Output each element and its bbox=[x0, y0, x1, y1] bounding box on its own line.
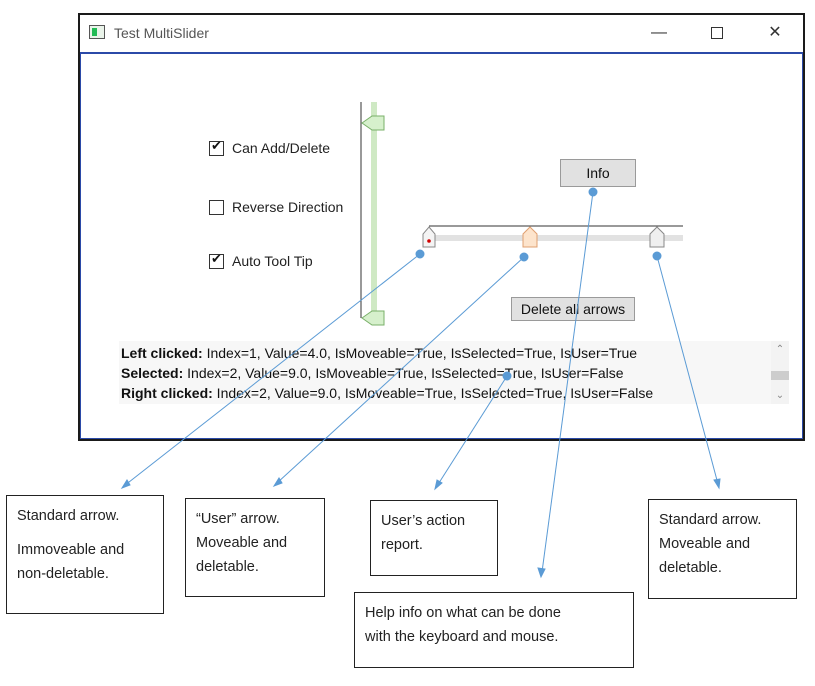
callout-text: “User” arrow. bbox=[196, 511, 280, 527]
window-title: Test MultiSlider bbox=[114, 25, 209, 41]
callout-text: Moveable and bbox=[196, 535, 288, 551]
standard-arrow-immoveable[interactable] bbox=[422, 226, 436, 248]
annotation-dot bbox=[652, 251, 662, 261]
client-area: Can Add/Delete Reverse Direction Auto To… bbox=[80, 52, 803, 439]
annotation-line bbox=[276, 256, 525, 484]
vertical-track[interactable] bbox=[371, 102, 377, 320]
arrowhead-icon bbox=[272, 477, 283, 487]
callout-text: User’s action bbox=[381, 513, 466, 529]
delete-all-arrows-button[interactable]: Delete all arrows bbox=[511, 297, 635, 321]
callout-text: deletable. bbox=[196, 559, 259, 575]
minimize-button[interactable]: — bbox=[651, 24, 667, 41]
callout-help-info: Help info on what can be done with the k… bbox=[354, 592, 634, 668]
left-clicked-text: Index=1, Value=4.0, IsMoveable=True, IsS… bbox=[202, 345, 638, 361]
right-clicked-line: Right clicked: Index=2, Value=9.0, IsMov… bbox=[121, 385, 653, 401]
checkbox-box[interactable] bbox=[209, 252, 224, 269]
callout-user-arrow: “User” arrow. Moveable and deletable. bbox=[185, 498, 325, 597]
selected-line: Selected: Index=2, Value=9.0, IsMoveable… bbox=[121, 365, 624, 381]
standard-arrow-moveable[interactable] bbox=[649, 226, 665, 248]
info-button[interactable]: Info bbox=[560, 159, 636, 187]
callout-text: non-deletable. bbox=[17, 566, 109, 582]
scroll-thumb[interactable] bbox=[771, 371, 789, 380]
right-clicked-text: Index=2, Value=9.0, IsMoveable=True, IsS… bbox=[212, 385, 654, 401]
callout-text: Moveable and bbox=[659, 536, 751, 552]
auto-tool-tip-checkbox[interactable]: Auto Tool Tip bbox=[209, 252, 313, 269]
callout-text: Help info on what can be done bbox=[365, 605, 561, 621]
annotation-line bbox=[541, 191, 594, 573]
left-clicked-label: Left clicked: bbox=[121, 345, 203, 361]
arrowhead-icon bbox=[713, 478, 721, 490]
callout-standard-immoveable: Standard arrow. Immoveable and non-delet… bbox=[6, 495, 164, 614]
selected-dot-icon bbox=[427, 239, 431, 243]
app-icon bbox=[89, 25, 105, 39]
selected-label: Selected: bbox=[121, 365, 184, 381]
arrowhead-icon bbox=[120, 479, 131, 489]
checkbox-label: Auto Tool Tip bbox=[232, 253, 313, 269]
callout-action-report: User’s action report. bbox=[370, 500, 498, 576]
callout-text: with the keyboard and mouse. bbox=[365, 629, 559, 645]
annotation-lines bbox=[120, 187, 721, 579]
callout-text: Standard arrow. bbox=[17, 508, 120, 524]
selected-text: Index=2, Value=9.0, IsMoveable=True, IsS… bbox=[183, 365, 624, 381]
right-clicked-label: Right clicked: bbox=[121, 385, 213, 401]
callout-standard-moveable: Standard arrow. Moveable and deletable. bbox=[648, 499, 797, 599]
vertical-multislider[interactable] bbox=[360, 102, 385, 326]
callout-text: deletable. bbox=[659, 560, 722, 576]
checkbox-box[interactable] bbox=[209, 139, 224, 156]
vertical-bottom-arrow[interactable] bbox=[361, 310, 385, 326]
checkbox-label: Can Add/Delete bbox=[232, 140, 331, 156]
callout-text: report. bbox=[381, 537, 423, 553]
callout-text: Standard arrow. bbox=[659, 512, 762, 528]
left-clicked-line: Left clicked: Index=1, Value=4.0, IsMove… bbox=[121, 345, 637, 361]
user-arrow[interactable] bbox=[522, 226, 538, 248]
title-bar: Test MultiSlider — ✕ bbox=[80, 15, 803, 51]
horizontal-multislider[interactable] bbox=[422, 225, 683, 248]
app-window: Test MultiSlider — ✕ Can Add/Delete Reve… bbox=[78, 13, 805, 441]
arrowhead-icon bbox=[434, 479, 443, 491]
arrowhead-icon bbox=[537, 567, 546, 579]
reverse-direction-checkbox[interactable]: Reverse Direction bbox=[209, 199, 343, 215]
maximize-icon bbox=[711, 26, 723, 39]
annotation-line bbox=[436, 375, 508, 487]
chevron-up-icon[interactable]: ⌃ bbox=[775, 344, 785, 355]
chevron-down-icon[interactable]: ⌄ bbox=[775, 390, 785, 401]
callout-text: Immoveable and bbox=[17, 542, 125, 558]
report-scrollbar[interactable]: ⌃ ⌄ bbox=[771, 341, 789, 404]
action-report: Left clicked: Index=1, Value=4.0, IsMove… bbox=[119, 341, 789, 404]
vertical-top-arrow[interactable] bbox=[361, 115, 385, 131]
checkbox-label: Reverse Direction bbox=[232, 199, 344, 215]
horizontal-track[interactable] bbox=[429, 235, 683, 241]
close-button[interactable]: ✕ bbox=[768, 24, 782, 41]
checkbox-box[interactable] bbox=[209, 199, 224, 215]
maximize-button[interactable] bbox=[694, 19, 740, 47]
annotation-line bbox=[656, 255, 719, 485]
can-add-delete-checkbox[interactable]: Can Add/Delete bbox=[209, 139, 331, 156]
annotation-line bbox=[123, 253, 421, 487]
